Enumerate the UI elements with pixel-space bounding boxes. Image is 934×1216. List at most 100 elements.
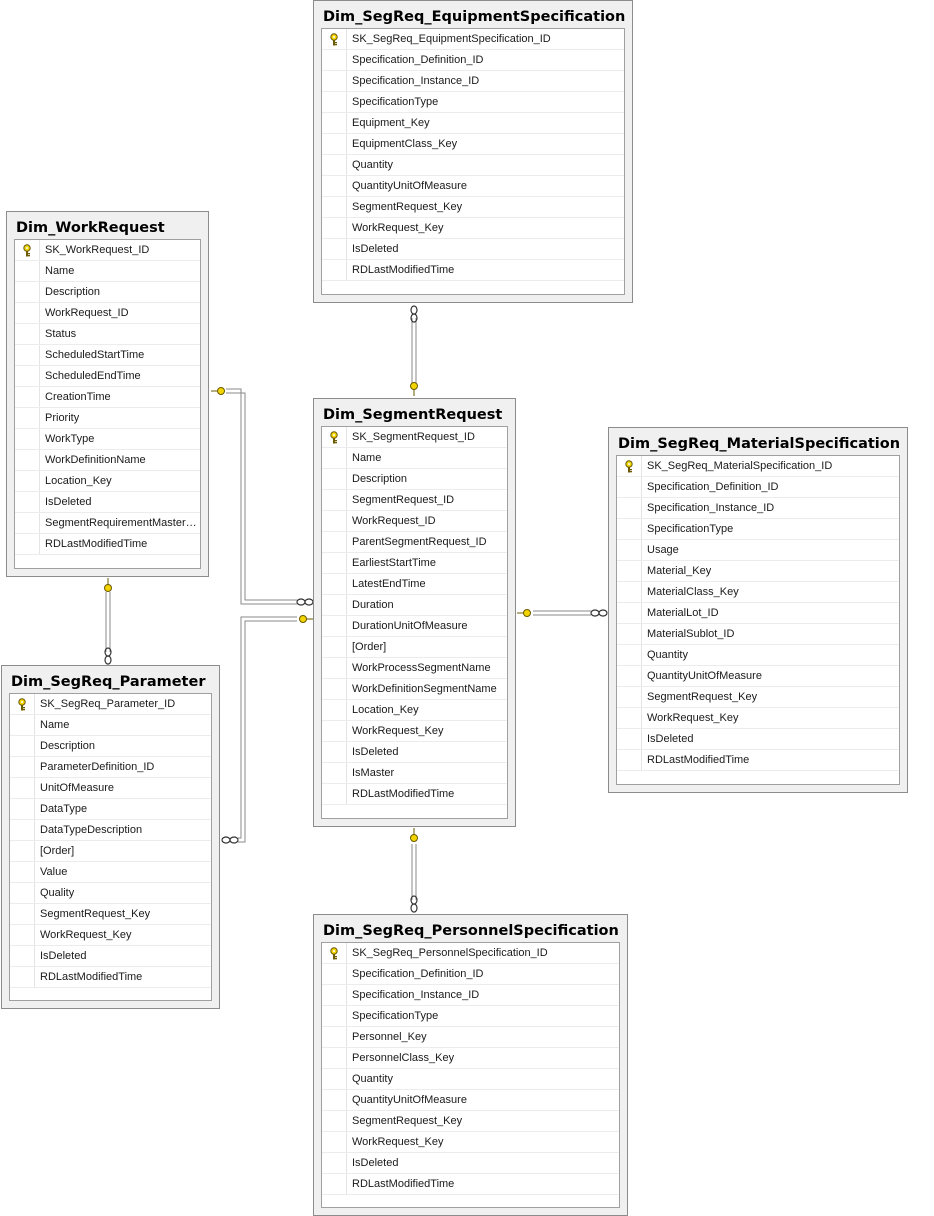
column-row[interactable]: SK_SegReq_MaterialSpecification_ID [617, 456, 899, 477]
column-row[interactable]: WorkDefinitionSegmentName [322, 679, 507, 700]
column-row[interactable]: WorkRequest_Key [617, 708, 899, 729]
column-row[interactable]: SpecificationType [322, 1006, 619, 1027]
column-row[interactable]: SK_SegReq_EquipmentSpecification_ID [322, 29, 624, 50]
column-name: SegmentRequest_Key [352, 1115, 463, 1127]
column-row[interactable]: Description [10, 736, 211, 757]
column-row[interactable]: ScheduledEndTime [15, 366, 200, 387]
column-row[interactable]: Material_Key [617, 561, 899, 582]
column-row[interactable]: Priority [15, 408, 200, 429]
column-row[interactable]: WorkDefinitionName [15, 450, 200, 471]
column-row[interactable]: QuantityUnitOfMeasure [617, 666, 899, 687]
infinity-icon [590, 609, 608, 617]
column-row[interactable]: Quantity [617, 645, 899, 666]
table-equipment-specification[interactable]: Dim_SegReq_EquipmentSpecification SK_Seg… [313, 0, 633, 303]
column-row[interactable]: SK_SegReq_Parameter_ID [10, 694, 211, 715]
column-name: Location_Key [45, 475, 112, 487]
column-row[interactable]: DurationUnitOfMeasure [322, 616, 507, 637]
column-row[interactable]: IsDeleted [322, 239, 624, 260]
column-row[interactable]: ScheduledStartTime [15, 345, 200, 366]
column-row[interactable]: Specification_Instance_ID [322, 985, 619, 1006]
column-row[interactable]: [Order] [10, 841, 211, 862]
column-row[interactable]: ParentSegmentRequest_ID [322, 532, 507, 553]
column-row[interactable]: WorkRequest_Key [322, 1132, 619, 1153]
column-row[interactable]: SpecificationType [617, 519, 899, 540]
column-row[interactable]: IsDeleted [322, 1153, 619, 1174]
column-row[interactable]: Name [322, 448, 507, 469]
column-row[interactable]: PersonnelClass_Key [322, 1048, 619, 1069]
column-row[interactable]: Status [15, 324, 200, 345]
column-row[interactable]: IsDeleted [617, 729, 899, 750]
column-row[interactable]: SegmentRequirementMaster… [15, 513, 200, 534]
column-row[interactable]: Value [10, 862, 211, 883]
column-row[interactable]: Specification_Definition_ID [322, 964, 619, 985]
column-row[interactable]: RDLastModifiedTime [322, 260, 624, 281]
column-row[interactable]: IsMaster [322, 763, 507, 784]
table-parameter[interactable]: Dim_SegReq_Parameter SK_SegReq_Parameter… [1, 665, 220, 1009]
column-row[interactable]: WorkType [15, 429, 200, 450]
column-row[interactable]: Specification_Definition_ID [322, 50, 624, 71]
column-row[interactable]: Name [10, 715, 211, 736]
column-row[interactable]: SegmentRequest_Key [617, 687, 899, 708]
column-row[interactable]: QuantityUnitOfMeasure [322, 176, 624, 197]
column-row[interactable]: CreationTime [15, 387, 200, 408]
column-row[interactable]: SegmentRequest_ID [322, 490, 507, 511]
column-row[interactable]: Location_Key [322, 700, 507, 721]
column-row[interactable]: RDLastModifiedTime [15, 534, 200, 555]
column-row[interactable]: IsDeleted [10, 946, 211, 967]
column-row[interactable]: SK_SegReq_PersonnelSpecification_ID [322, 943, 619, 964]
column-row[interactable]: EarliestStartTime [322, 553, 507, 574]
column-row[interactable]: RDLastModifiedTime [617, 750, 899, 771]
column-row[interactable]: IsDeleted [15, 492, 200, 513]
column-row[interactable]: RDLastModifiedTime [322, 784, 507, 805]
column-row[interactable]: SK_SegmentRequest_ID [322, 427, 507, 448]
column-row[interactable]: Description [15, 282, 200, 303]
column-row[interactable]: SpecificationType [322, 92, 624, 113]
column-row[interactable]: QuantityUnitOfMeasure [322, 1090, 619, 1111]
column-row[interactable]: WorkRequest_Key [10, 925, 211, 946]
row-selector [322, 658, 347, 678]
column-row[interactable]: ParameterDefinition_ID [10, 757, 211, 778]
column-row[interactable]: MaterialSublot_ID [617, 624, 899, 645]
relationship-workrequest-segmentrequest [226, 388, 297, 605]
column-row[interactable]: SK_WorkRequest_ID [15, 240, 200, 261]
column-row[interactable]: IsDeleted [322, 742, 507, 763]
column-row[interactable]: DataType [10, 799, 211, 820]
column-row[interactable]: [Order] [322, 637, 507, 658]
column-row[interactable]: Name [15, 261, 200, 282]
column-name: Material_Key [647, 565, 712, 577]
column-row[interactable]: DataTypeDescription [10, 820, 211, 841]
column-row[interactable]: LatestEndTime [322, 574, 507, 595]
column-row[interactable]: UnitOfMeasure [10, 778, 211, 799]
column-name: SegmentRequest_ID [352, 494, 455, 506]
column-row[interactable]: MaterialLot_ID [617, 603, 899, 624]
column-row[interactable]: RDLastModifiedTime [322, 1174, 619, 1195]
column-row[interactable]: Equipment_Key [322, 113, 624, 134]
column-row[interactable]: MaterialClass_Key [617, 582, 899, 603]
column-row[interactable]: Usage [617, 540, 899, 561]
column-row[interactable]: SegmentRequest_Key [322, 1111, 619, 1132]
column-row[interactable]: Specification_Instance_ID [322, 71, 624, 92]
column-row[interactable]: SegmentRequest_Key [322, 197, 624, 218]
column-name: WorkType [45, 433, 95, 445]
column-row[interactable]: WorkRequest_ID [15, 303, 200, 324]
column-row[interactable]: EquipmentClass_Key [322, 134, 624, 155]
column-row[interactable]: WorkProcessSegmentName [322, 658, 507, 679]
column-row[interactable]: SegmentRequest_Key [10, 904, 211, 925]
table-personnel-specification[interactable]: Dim_SegReq_PersonnelSpecification SK_Seg… [313, 914, 628, 1216]
column-row[interactable]: Personnel_Key [322, 1027, 619, 1048]
column-row[interactable]: Quantity [322, 1069, 619, 1090]
column-row[interactable]: Description [322, 469, 507, 490]
column-row[interactable]: WorkRequest_Key [322, 721, 507, 742]
column-row[interactable]: WorkRequest_ID [322, 511, 507, 532]
column-row[interactable]: Location_Key [15, 471, 200, 492]
column-row[interactable]: Specification_Definition_ID [617, 477, 899, 498]
column-row[interactable]: Specification_Instance_ID [617, 498, 899, 519]
column-row[interactable]: Quality [10, 883, 211, 904]
column-row[interactable]: WorkRequest_Key [322, 218, 624, 239]
column-row[interactable]: RDLastModifiedTime [10, 967, 211, 988]
column-row[interactable]: Quantity [322, 155, 624, 176]
column-row[interactable]: Duration [322, 595, 507, 616]
table-material-specification[interactable]: Dim_SegReq_MaterialSpecification SK_SegR… [608, 427, 908, 793]
